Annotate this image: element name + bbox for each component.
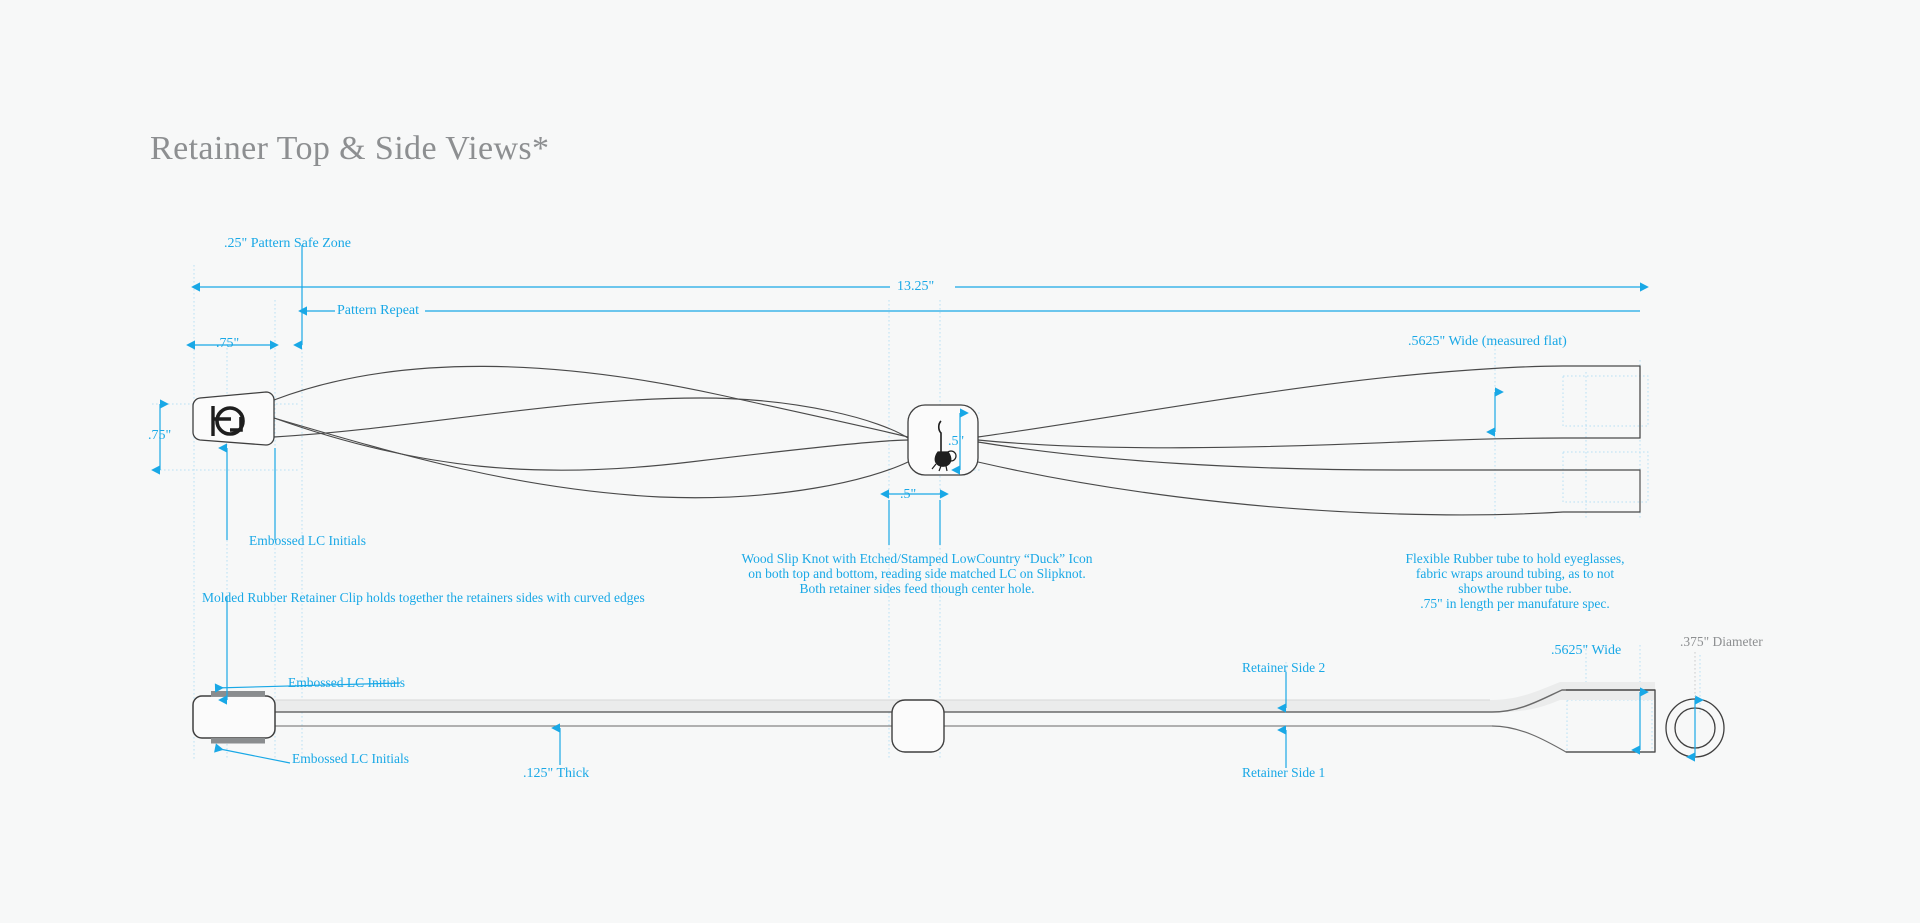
annotation-knot-note: Wood Slip Knot with Etched/Stamped LowCo… [727,551,1107,596]
top-view-tube-ends [1563,365,1641,513]
embossed-bar-bottom [211,738,265,744]
embossed-bar-top [211,691,265,697]
label-thickness: .125" Thick [523,766,590,781]
lowcountry-duck-icon [931,420,957,472]
slip-knot-side-view [891,699,945,753]
pointer-embossed-side-bottom [214,743,291,764]
retainer-clip-side-view [192,691,276,744]
annotation-embossed-top: Embossed LC Initials [249,533,366,548]
annotation-tube-note: Flexible Rubber tube to hold eyeglasses,… [1395,551,1635,611]
retainer-clip-top-view [192,391,275,446]
annotation-retainer-side-1: Retainer Side 1 [1242,765,1326,780]
label-knot-height: .5" [948,434,965,449]
annotation-molded-clip: Molded Rubber Retainer Clip holds togeth… [202,590,645,605]
label-pattern-safe-zone: .25" Pattern Safe Zone [224,236,352,251]
annotation-knot-note-line-2: on both top and bottom, reading side mat… [748,566,1086,581]
annotation-tube-note-line-1: Flexible Rubber tube to hold eyeglasses, [1405,551,1625,566]
clip-lc-monogram-icon [211,406,245,436]
label-pattern-repeat: Pattern Repeat [337,303,420,318]
annotation-embossed-side-bottom: Embossed LC Initials [292,751,409,766]
annotation-tube-note-line-4: .75" in length per manufature spec. [1420,596,1610,611]
label-knot-width: .5" [900,487,917,502]
annotation-knot-note-line-3: Both retainer sides feed though center h… [799,581,1035,596]
top-view-strap [273,365,1564,516]
label-clip-height: .75" [148,428,172,443]
annotation-knot-note-line-1: Wood Slip Knot with Etched/Stamped LowCo… [741,551,1093,566]
label-strap-width-flat: .5625" Wide (measured flat) [1408,334,1567,349]
dimension-lines [151,245,1704,768]
side-view-strap [275,682,1656,753]
construction-guides [152,265,1701,760]
annotation-tube-note-line-2: fabric wraps around tubing, as to not [1415,566,1615,581]
annotation-embossed-side-top: Embossed LC Initials [288,675,405,690]
pointer-embossed-side-top [214,682,401,693]
annotation-retainer-side-2: Retainer Side 2 [1242,660,1326,675]
page-title: Retainer Top & Side Views* [150,130,550,167]
label-safe-zone-width: .75" [216,336,240,351]
label-strap-width-side: .5625" Wide [1551,643,1622,658]
label-overall-length: 13.25" [897,279,935,294]
annotation-tube-note-line-3: showthe rubber tube. [1458,581,1572,596]
label-tube-diameter: .375" Diameter [1680,634,1763,649]
